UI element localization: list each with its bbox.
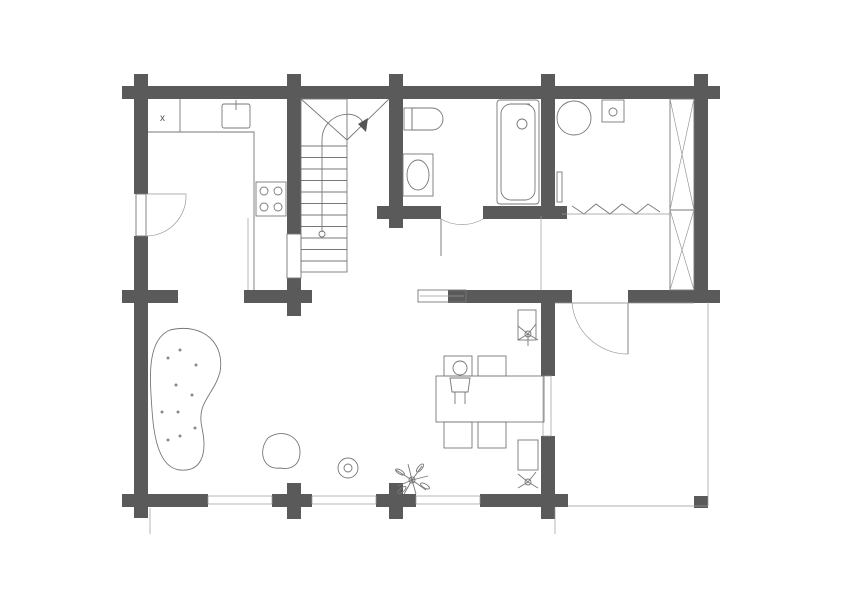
post-5 bbox=[287, 483, 301, 519]
stair-wall bbox=[287, 86, 301, 234]
outer-wall-top bbox=[122, 86, 720, 99]
chair-icon-1 bbox=[443, 355, 473, 377]
utility-room bbox=[540, 98, 695, 291]
stool-inner bbox=[343, 463, 353, 473]
boiler-icon bbox=[556, 100, 592, 136]
burner-3 bbox=[259, 202, 269, 212]
entry-door-leaf bbox=[135, 193, 147, 237]
porch bbox=[555, 302, 694, 355]
wardrobe-outline bbox=[669, 98, 695, 291]
dining-table bbox=[435, 375, 545, 423]
chair-icon-6 bbox=[517, 309, 537, 341]
toilet-icon-2 bbox=[601, 99, 625, 123]
bath-door-swing bbox=[440, 218, 484, 256]
burner-2 bbox=[273, 186, 283, 196]
toilet-bowl-2 bbox=[608, 107, 618, 117]
chair-icon-5 bbox=[517, 439, 539, 471]
bath-wall-left bbox=[389, 86, 403, 228]
stair-landing-post bbox=[286, 233, 302, 279]
outer-wall-bottom-a bbox=[122, 494, 208, 507]
chair-icon-2 bbox=[477, 355, 507, 377]
outer-wall-left-lower bbox=[134, 236, 148, 518]
post-6 bbox=[389, 483, 403, 519]
kitchen-marker: x bbox=[160, 113, 165, 124]
living-dining bbox=[150, 289, 545, 479]
basin-icon bbox=[406, 159, 430, 191]
dining-wall-lower bbox=[541, 436, 555, 518]
bathroom bbox=[402, 99, 563, 256]
plant-icon bbox=[395, 463, 430, 495]
window-dining bbox=[542, 375, 552, 437]
bath-wall-bottom-a bbox=[377, 206, 441, 219]
person-icon bbox=[449, 360, 471, 404]
plant-icon-2 bbox=[517, 323, 539, 346]
stove-icon bbox=[255, 181, 287, 217]
radiator bbox=[556, 171, 563, 203]
rug-pattern bbox=[160, 348, 198, 442]
basin-counter bbox=[402, 153, 434, 197]
right-wall-post bbox=[694, 496, 708, 508]
toilet-tank bbox=[403, 107, 413, 131]
walls bbox=[122, 74, 720, 519]
bathtub-icon bbox=[496, 99, 540, 205]
porch-door-swing bbox=[571, 302, 629, 355]
windows bbox=[149, 302, 709, 534]
entry-door-swing bbox=[145, 193, 187, 237]
stool-icon bbox=[337, 457, 359, 479]
stair-start-dot bbox=[318, 230, 326, 238]
stairs bbox=[286, 98, 390, 279]
stair-outline bbox=[300, 98, 348, 273]
stair-arrow-arc bbox=[321, 113, 365, 141]
stair-winder-2 bbox=[346, 98, 390, 141]
window-bottom-3 bbox=[415, 495, 481, 505]
bath-wall-right bbox=[541, 86, 555, 216]
toilet-icon bbox=[411, 107, 444, 131]
burner-4 bbox=[273, 202, 283, 212]
folding-door bbox=[571, 203, 661, 215]
mid-wall-left-a bbox=[122, 290, 178, 303]
hall-shelf bbox=[417, 289, 467, 303]
stair-arrow-head bbox=[358, 118, 368, 132]
rug-icon bbox=[150, 328, 222, 471]
kitchen-counter-side bbox=[180, 131, 255, 290]
mid-wall-left-b bbox=[244, 290, 312, 303]
chair-icon-3 bbox=[443, 421, 473, 449]
chair-icon-4 bbox=[477, 421, 507, 449]
window-bottom-1 bbox=[207, 495, 273, 505]
right-wall bbox=[694, 86, 708, 302]
window-bottom-2 bbox=[311, 495, 377, 505]
plant-icon-3 bbox=[517, 471, 539, 489]
stair-winder-1 bbox=[300, 98, 348, 141]
dining-wall bbox=[541, 290, 555, 376]
bathtub-inner bbox=[500, 103, 536, 201]
outer-wall-left bbox=[134, 74, 148, 194]
bathtub-drain bbox=[516, 118, 528, 130]
burner-1 bbox=[259, 186, 269, 196]
kitchen: x bbox=[135, 99, 287, 290]
coffee-table bbox=[262, 433, 301, 469]
